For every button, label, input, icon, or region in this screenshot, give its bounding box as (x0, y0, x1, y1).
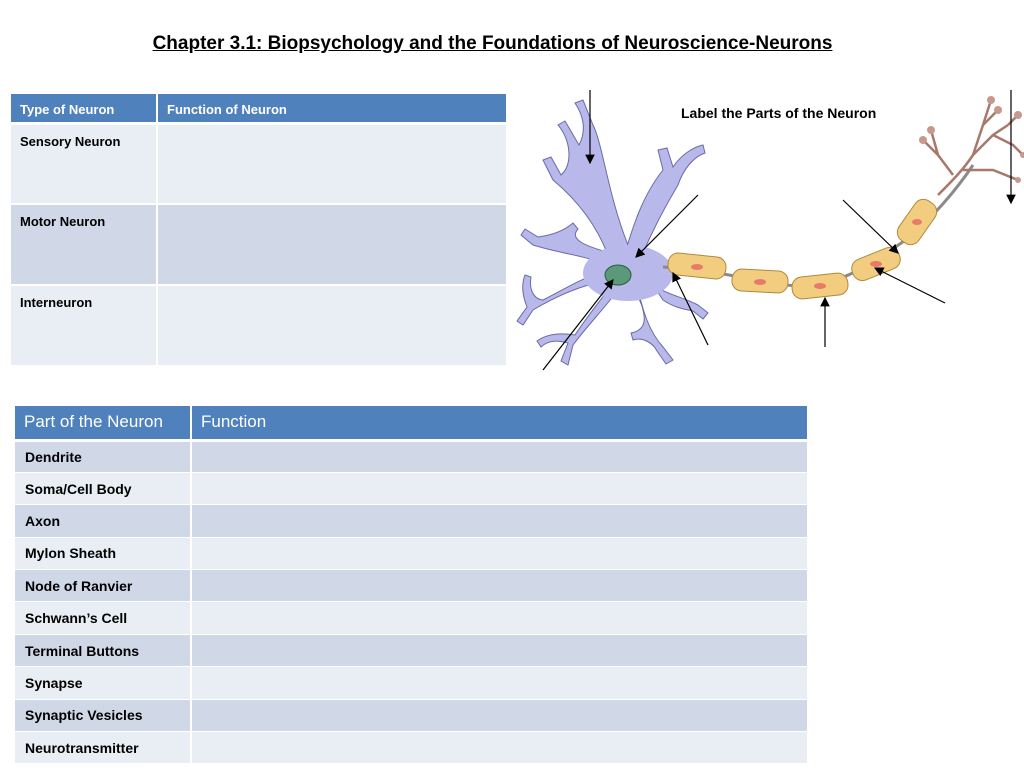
table-row: Sensory Neuron (11, 123, 508, 205)
header-part-of-neuron: Part of the Neuron (15, 406, 192, 442)
part-function-cell[interactable] (191, 699, 809, 733)
part-name-cell: Schwann’s Cell (15, 601, 192, 635)
neuron-type-cell: Motor Neuron (11, 204, 158, 286)
part-name-cell: Node of Ranvier (15, 569, 192, 603)
table-row: Synaptic Vesicles (15, 699, 809, 733)
table-row: Soma/Cell Body (15, 472, 809, 506)
part-function-cell[interactable] (191, 472, 809, 506)
table-row: Interneuron (11, 285, 508, 367)
part-name-cell: Neurotransmitter (15, 731, 192, 765)
part-function-cell[interactable] (191, 731, 809, 765)
neuron-type-cell: Sensory Neuron (11, 123, 158, 205)
table-row: Schwann’s Cell (15, 601, 809, 635)
table-row: Synapse (15, 666, 809, 700)
header-function: Function (191, 406, 809, 442)
part-function-cell[interactable] (191, 634, 809, 668)
dendrites (516, 99, 709, 366)
diagram-label: Label the Parts of the Neuron (681, 105, 877, 121)
part-name-cell: Soma/Cell Body (15, 472, 192, 506)
neuron-function-cell[interactable] (157, 204, 508, 286)
part-name-cell: Axon (15, 504, 192, 538)
table-header-row: Part of the Neuron Function (15, 406, 809, 442)
part-name-cell: Mylon Sheath (15, 537, 192, 571)
axon-terminals (922, 99, 1024, 196)
table-row: Terminal Buttons (15, 634, 809, 668)
terminal-buttons (919, 96, 1024, 183)
part-function-cell[interactable] (191, 601, 809, 635)
part-function-cell[interactable] (191, 440, 809, 473)
table-row: Dendrite (15, 440, 809, 473)
schwann-nuclei (691, 219, 922, 289)
part-name-cell: Synaptic Vesicles (15, 699, 192, 733)
table-row: Node of Ranvier (15, 569, 809, 603)
table-row: Neurotransmitter (15, 731, 809, 765)
part-name-cell: Synapse (15, 666, 192, 700)
part-name-cell: Terminal Buttons (15, 634, 192, 668)
part-function-cell[interactable] (191, 537, 809, 571)
neuron-types-table: Type of Neuron Function of Neuron Sensor… (11, 94, 508, 367)
nucleus (604, 264, 632, 286)
table-header-row: Type of Neuron Function of Neuron (11, 94, 508, 125)
part-function-cell[interactable] (191, 666, 809, 700)
page-title: Chapter 3.1: Biopsychology and the Found… (152, 33, 833, 54)
neuron-type-cell: Interneuron (11, 285, 158, 367)
neuron-function-cell[interactable] (157, 123, 508, 205)
header-type-of-neuron: Type of Neuron (11, 94, 158, 125)
label-arrows (542, 90, 1016, 371)
header-function-of-neuron: Function of Neuron (157, 94, 508, 125)
myelin-sheaths (667, 198, 938, 300)
neuron-diagram (516, 90, 1024, 371)
part-name-cell: Dendrite (15, 440, 192, 473)
part-function-cell[interactable] (191, 569, 809, 603)
part-function-cell[interactable] (191, 504, 809, 538)
neuron-function-cell[interactable] (157, 285, 508, 367)
table-row: Axon (15, 504, 809, 538)
table-row: Mylon Sheath (15, 537, 809, 571)
table-row: Motor Neuron (11, 204, 508, 286)
